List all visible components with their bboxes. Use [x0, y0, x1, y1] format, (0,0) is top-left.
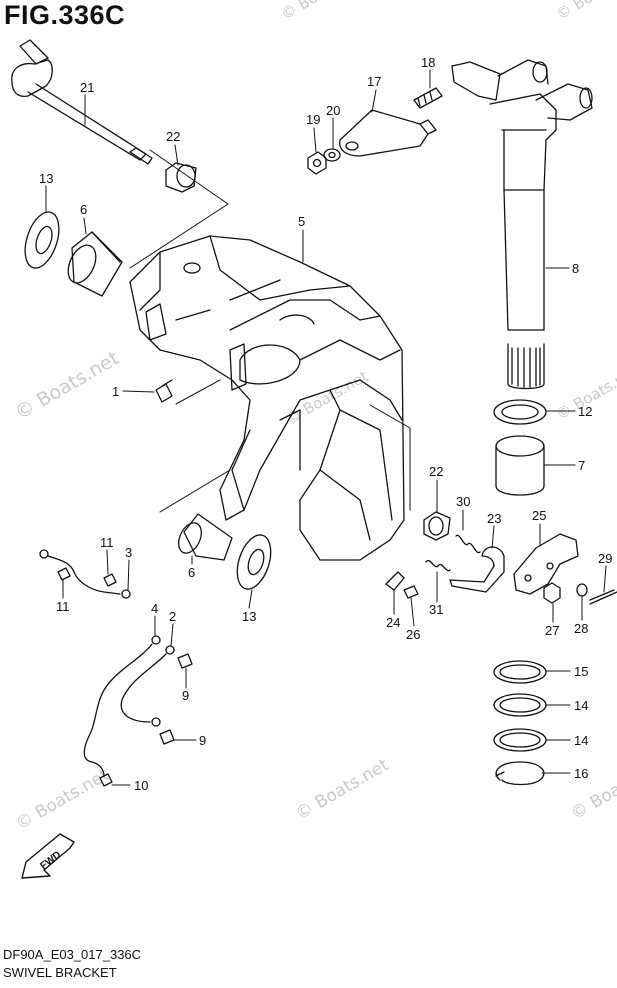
callout-2: 2 — [169, 609, 176, 624]
part-28-washer — [576, 583, 588, 597]
callout-labels: 21 22 13 6 5 1 17 18 19 20 8 12 7 22 30 … — [39, 55, 612, 793]
part-10-screw — [91, 761, 113, 787]
part-22-lower-bushing — [423, 511, 451, 541]
callout-13: 13 — [242, 609, 256, 624]
part-6-lower-bushing — [178, 513, 233, 561]
callout-29: 29 — [598, 551, 612, 566]
callout-11: 11 — [100, 535, 114, 550]
part-25-plate — [513, 533, 579, 595]
part-20-washer — [323, 148, 341, 162]
callout-15: 15 — [574, 664, 588, 679]
figure-title: FIG.336C — [4, 0, 126, 30]
part-27-nut — [543, 582, 561, 604]
callout-17: 17 — [367, 74, 381, 89]
callout-25: 25 — [532, 508, 546, 523]
part-19-nut — [307, 151, 327, 175]
callout-4: 4 — [151, 601, 158, 616]
callout-27: 27 — [545, 623, 559, 638]
callout-23: 23 — [487, 511, 501, 526]
callout-5: 5 — [298, 214, 305, 229]
part-1-grease-nipple — [155, 379, 173, 403]
part-3-ground-wire — [39, 549, 131, 599]
watermark: © Boats.net — [13, 765, 113, 834]
part-30-spring — [455, 534, 481, 554]
callout-14: 14 — [574, 733, 588, 748]
watermark: © Boats.net — [278, 0, 366, 23]
part-21-shaft — [11, 39, 153, 165]
callout-12: 12 — [578, 404, 592, 419]
part-18-bolt — [413, 87, 443, 109]
callout-21: 21 — [80, 80, 94, 95]
part-4-ground-wire — [83, 635, 161, 763]
callout-14: 14 — [574, 698, 588, 713]
part-14-ring — [493, 693, 547, 717]
watermark: © Boats.net — [12, 347, 123, 424]
part-5-swivel-bracket — [129, 235, 405, 561]
callout-30: 30 — [456, 494, 470, 509]
part-23-lever — [449, 546, 505, 593]
part-17-plate — [339, 109, 437, 157]
footer-drawing-code: DF90A_E03_017_336C — [3, 947, 142, 962]
part-8-steering-shaft — [451, 59, 593, 390]
part-7-bushing — [495, 435, 545, 496]
callout-10: 10 — [134, 778, 148, 793]
part-13-upper-washer — [24, 211, 60, 269]
callout-7: 7 — [578, 458, 585, 473]
callout-11: 11 — [56, 599, 70, 614]
callout-20: 20 — [326, 103, 340, 118]
part-31-spring — [425, 559, 451, 572]
part-6-upper-bushing — [67, 231, 123, 297]
callout-9: 9 — [182, 688, 189, 703]
callout-13: 13 — [39, 171, 53, 186]
watermark: © Boats.net — [553, 0, 617, 23]
part-12-ring — [493, 399, 547, 425]
part-13-lower-washer — [236, 534, 272, 590]
watermark: © Boats.net — [293, 755, 393, 824]
callout-8: 8 — [572, 261, 579, 276]
callout-22: 22 — [166, 129, 180, 144]
part-2-ground-wire — [120, 645, 175, 727]
callout-9: 9 — [199, 733, 206, 748]
fwd-direction-badge: FWD — [21, 833, 75, 879]
part-26-screw — [403, 585, 419, 599]
part-16-snap-ring — [495, 761, 545, 786]
callout-26: 26 — [406, 627, 420, 642]
callout-24: 24 — [386, 615, 400, 630]
part-15-ring — [493, 660, 547, 684]
part-29-pin — [589, 589, 617, 605]
part-22-upper-bushing — [165, 162, 197, 193]
callout-16: 16 — [574, 766, 588, 781]
callout-19: 19 — [306, 112, 320, 127]
callout-3: 3 — [125, 545, 132, 560]
callout-18: 18 — [421, 55, 435, 70]
callout-6: 6 — [188, 565, 195, 580]
part-14-ring — [493, 728, 547, 752]
part-24-clip — [385, 571, 405, 591]
leader-lines — [45, 69, 607, 786]
callout-31: 31 — [429, 602, 443, 617]
part-11-screw — [57, 567, 117, 587]
callout-22: 22 — [429, 464, 443, 479]
callout-1: 1 — [112, 384, 119, 399]
callout-28: 28 — [574, 621, 588, 636]
footer-assembly-name: SWIVEL BRACKET — [3, 965, 117, 980]
callout-6: 6 — [80, 202, 87, 217]
